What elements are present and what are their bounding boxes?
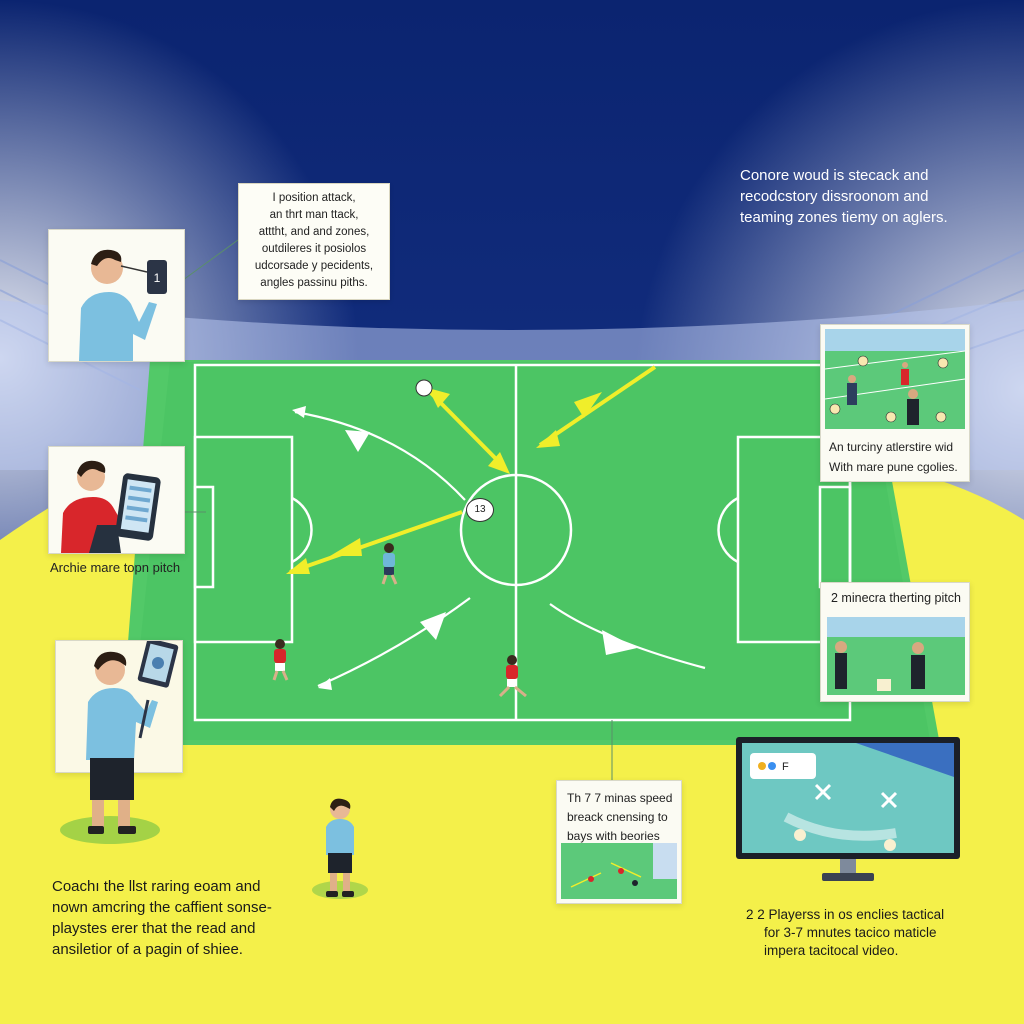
tablet-user-card[interactable] <box>48 446 185 554</box>
text-line: Coachı the llst raring eoam and <box>52 878 261 895</box>
tablet-user-icon <box>61 460 161 553</box>
pitch-video-icon <box>827 617 965 695</box>
svg-text:1: 1 <box>154 271 161 285</box>
text-line: for 3-7 mnutes tacico maticle <box>764 925 937 940</box>
note-line: outdileres it posiolos <box>261 243 367 255</box>
caption-line: Th 7 7 minas speed <box>567 791 673 805</box>
coach-phone-card[interactable]: 1 <box>48 229 185 362</box>
player-figure-icon <box>498 655 527 698</box>
pitch-video-thumbnail[interactable] <box>827 617 965 695</box>
text-line: Conore woud is stecack and <box>740 167 929 184</box>
speed-break-text: Th 7 7 minas speed breack cnensing to ba… <box>567 789 672 846</box>
coach-with-device-icon <box>137 638 179 688</box>
tactics-thumbnail-card[interactable]: An turciny atlerstire wid With mare pune… <box>820 324 970 482</box>
coach-figure-icon <box>86 651 158 834</box>
text-line: ansiletior of a pagin of shiee. <box>52 941 243 958</box>
note-line: an thrt man ttack, <box>269 209 359 221</box>
tablet-caption: Archie mare topn pitch <box>50 560 181 575</box>
position-attack-note: I position attack, an thrt man ttack, at… <box>238 183 390 300</box>
note-line: I position attack, <box>272 192 356 204</box>
caption-line: With mare pune cgolies. <box>829 460 958 474</box>
pitch-video-icon <box>561 843 677 899</box>
caption-line: breack cnensing to <box>567 810 668 824</box>
player-figure-icon <box>381 543 398 585</box>
coach-with-phone-icon: 1 <box>79 249 167 361</box>
pitch-video-caption: 2 minecra therting pitch <box>831 591 961 605</box>
bottom-right-text: 2 2 Playerss in os enclies tactical for … <box>746 906 944 960</box>
note-line: atttht, and and zones, <box>258 226 370 238</box>
text-line: impera tacitocal video. <box>764 943 899 958</box>
caption-line: bays with beories <box>567 829 660 843</box>
note-line: udcorsade y pecidents, <box>254 260 374 272</box>
svg-text:F: F <box>782 761 789 773</box>
text-line: playstes erer that the read and <box>52 920 256 937</box>
monitor-icon[interactable]: F <box>736 737 960 885</box>
center-marker[interactable]: 13 <box>466 498 494 522</box>
speed-break-card[interactable]: Th 7 7 minas speed breack cnensing to ba… <box>556 780 682 904</box>
player-figure-icon <box>326 798 354 897</box>
thumbnail-caption: An turciny atlerstire wid With mare pune… <box>829 437 958 477</box>
text-line: 2 2 Playerss in os enclies tactical <box>746 907 945 922</box>
text-line: teaming zones tiemy on aglers. <box>740 209 948 226</box>
tactics-thumbnail[interactable] <box>825 329 965 429</box>
top-right-text: Conore woud is stecack and recodcstory d… <box>740 165 948 228</box>
text-line: nown amcring the caffient sonse- <box>52 899 272 916</box>
pitch-thumbnail-icon <box>825 329 965 429</box>
note-line: angles passinu piths. <box>260 277 368 289</box>
speed-break-thumbnail[interactable] <box>561 843 677 899</box>
pitch-video-card[interactable]: 2 minecra therting pitch <box>820 582 970 702</box>
player-figure-icon <box>272 639 289 681</box>
text-line: recodcstory dissroonom and <box>740 188 929 205</box>
bottom-left-text: Coachı the llst raring eoam and nown amc… <box>52 876 272 960</box>
caption-line: An turciny atlerstire wid <box>829 440 954 454</box>
